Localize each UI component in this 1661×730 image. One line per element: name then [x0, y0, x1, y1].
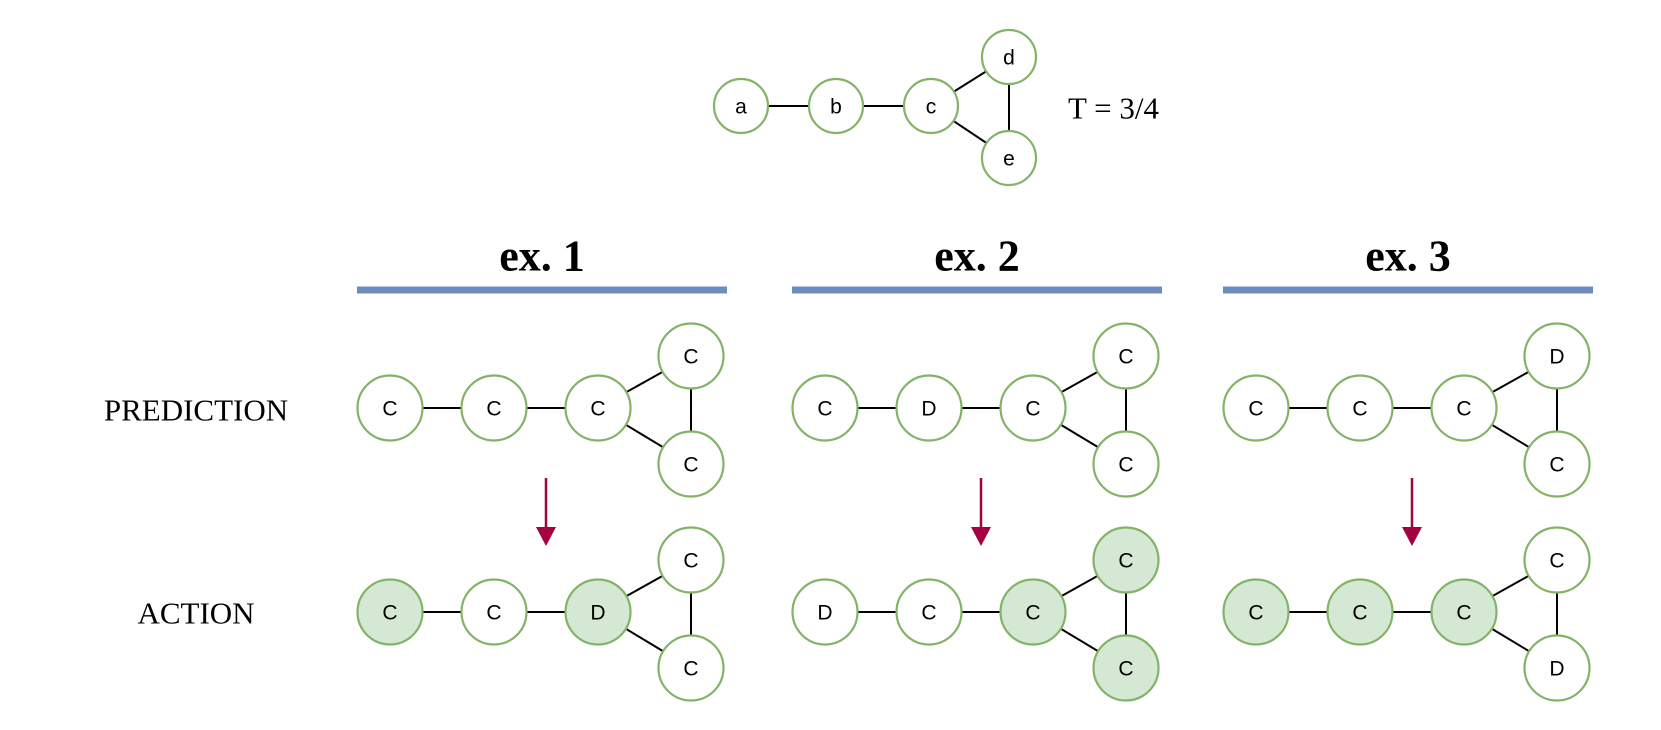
example-1-prediction-node: [356, 374, 424, 442]
row-label-action: ACTION: [137, 596, 254, 631]
example-1-action-node-label: C: [683, 658, 698, 681]
reference-node-label: a: [735, 96, 747, 119]
reference-node-a: [712, 77, 770, 135]
example-1-arrow: [536, 478, 556, 546]
example-3-action-node-label: C: [1248, 602, 1263, 625]
example-3-prediction-node-label: C: [1456, 398, 1471, 421]
example-3: ex. 3 C C C D C C C C C D: [1222, 232, 1593, 702]
example-3-prediction-node: [1326, 374, 1394, 442]
example-2-prediction-node: [1092, 322, 1160, 390]
reference-node-e: [980, 129, 1038, 187]
example-1: ex. 1 C C C C C C C D C C: [356, 232, 727, 702]
example-3-prediction-node: [1523, 322, 1591, 390]
example-3-action-node-label: C: [1549, 550, 1564, 573]
example-2-prediction-node: [999, 374, 1067, 442]
example-2-arrow: [971, 478, 991, 546]
example-1-prediction-node: [460, 374, 528, 442]
example-2-prediction-node-label: C: [1118, 454, 1133, 477]
reference-graph-nodes: a b c d e: [712, 28, 1038, 187]
example-1-prediction-node-label: C: [590, 398, 605, 421]
example-1-prediction-node-label: C: [486, 398, 501, 421]
example-3-action-node: [1523, 526, 1591, 594]
example-2-action-node-label: C: [1025, 602, 1040, 625]
example-3-prediction-node-label: C: [1549, 454, 1564, 477]
example-2-prediction-node-label: C: [1025, 398, 1040, 421]
example-3-action-node-label: C: [1456, 602, 1471, 625]
reference-node-label: d: [1003, 47, 1015, 70]
example-3-action-graph: C C C C D: [1222, 526, 1591, 702]
example-1-prediction-node-label: C: [683, 454, 698, 477]
reference-node-label: b: [830, 96, 842, 119]
example-2-action-node: [1092, 526, 1160, 594]
example-1-title: ex. 1: [499, 232, 585, 281]
reference-node-c: [902, 77, 960, 135]
example-2-action-node: [999, 578, 1067, 646]
example-1-action-node: [657, 526, 725, 594]
example-1-action-node: [657, 634, 725, 702]
example-1-action-node: [564, 578, 632, 646]
reference-node-b: [807, 77, 865, 135]
example-2-action-node-label: D: [817, 602, 832, 625]
example-3-action-node: [1430, 578, 1498, 646]
example-2-prediction-node: [791, 374, 859, 442]
example-1-action-node-label: C: [486, 602, 501, 625]
example-3-prediction-node-label: D: [1549, 346, 1564, 369]
example-1-prediction-node: [657, 322, 725, 390]
example-3-prediction-node-label: C: [1352, 398, 1367, 421]
example-1-prediction-node: [657, 430, 725, 498]
example-2-prediction-node-label: C: [1118, 346, 1133, 369]
example-2-action-node-label: C: [1118, 550, 1133, 573]
example-2-prediction-node: [895, 374, 963, 442]
example-2-prediction-node: [1092, 430, 1160, 498]
example-3-title: ex. 3: [1365, 232, 1451, 281]
example-2-prediction-node-label: C: [817, 398, 832, 421]
example-1-action-node-label: D: [590, 602, 605, 625]
example-1-action-graph: C C D C C: [356, 526, 725, 702]
example-1-action-node: [460, 578, 528, 646]
example-3-action-node: [1222, 578, 1290, 646]
example-3-prediction-graph: C C C D C: [1222, 322, 1591, 498]
example-2-action-graph: D C C C C: [791, 526, 1160, 702]
example-3-prediction-node-label: C: [1248, 398, 1263, 421]
example-3-action-node: [1326, 578, 1394, 646]
example-3-arrow: [1402, 478, 1422, 546]
example-2: ex. 2 C D C C C D C C C C: [791, 232, 1162, 702]
reference-node-label: e: [1003, 148, 1015, 171]
example-2-action-node: [791, 578, 859, 646]
example-2-action-node-label: C: [1118, 658, 1133, 681]
example-3-prediction-node: [1222, 374, 1290, 442]
example-1-prediction-node-label: C: [382, 398, 397, 421]
example-1-prediction-node-label: C: [683, 346, 698, 369]
example-2-action-node-label: C: [921, 602, 936, 625]
example-1-action-node: [356, 578, 424, 646]
example-3-action-node: [1523, 634, 1591, 702]
example-2-title: ex. 2: [934, 232, 1020, 281]
reference-graph: a b c d e T = 3/4: [712, 28, 1159, 187]
example-2-prediction-node-label: D: [921, 398, 936, 421]
example-1-prediction-graph: C C C C C: [356, 322, 725, 498]
example-3-action-node-label: C: [1352, 602, 1367, 625]
example-3-action-node-label: D: [1549, 658, 1564, 681]
threshold-label: T = 3/4: [1068, 91, 1159, 126]
row-label-prediction: PREDICTION: [104, 393, 288, 428]
example-2-action-node: [895, 578, 963, 646]
example-1-action-node-label: C: [683, 550, 698, 573]
example-2-prediction-graph: C D C C C: [791, 322, 1160, 498]
example-3-prediction-node: [1523, 430, 1591, 498]
example-1-action-node-label: C: [382, 602, 397, 625]
example-1-prediction-node: [564, 374, 632, 442]
example-2-action-node: [1092, 634, 1160, 702]
reference-graph-edges: [741, 56, 1010, 159]
reference-node-label: c: [926, 96, 937, 119]
reference-node-d: [980, 28, 1038, 86]
example-3-prediction-node: [1430, 374, 1498, 442]
